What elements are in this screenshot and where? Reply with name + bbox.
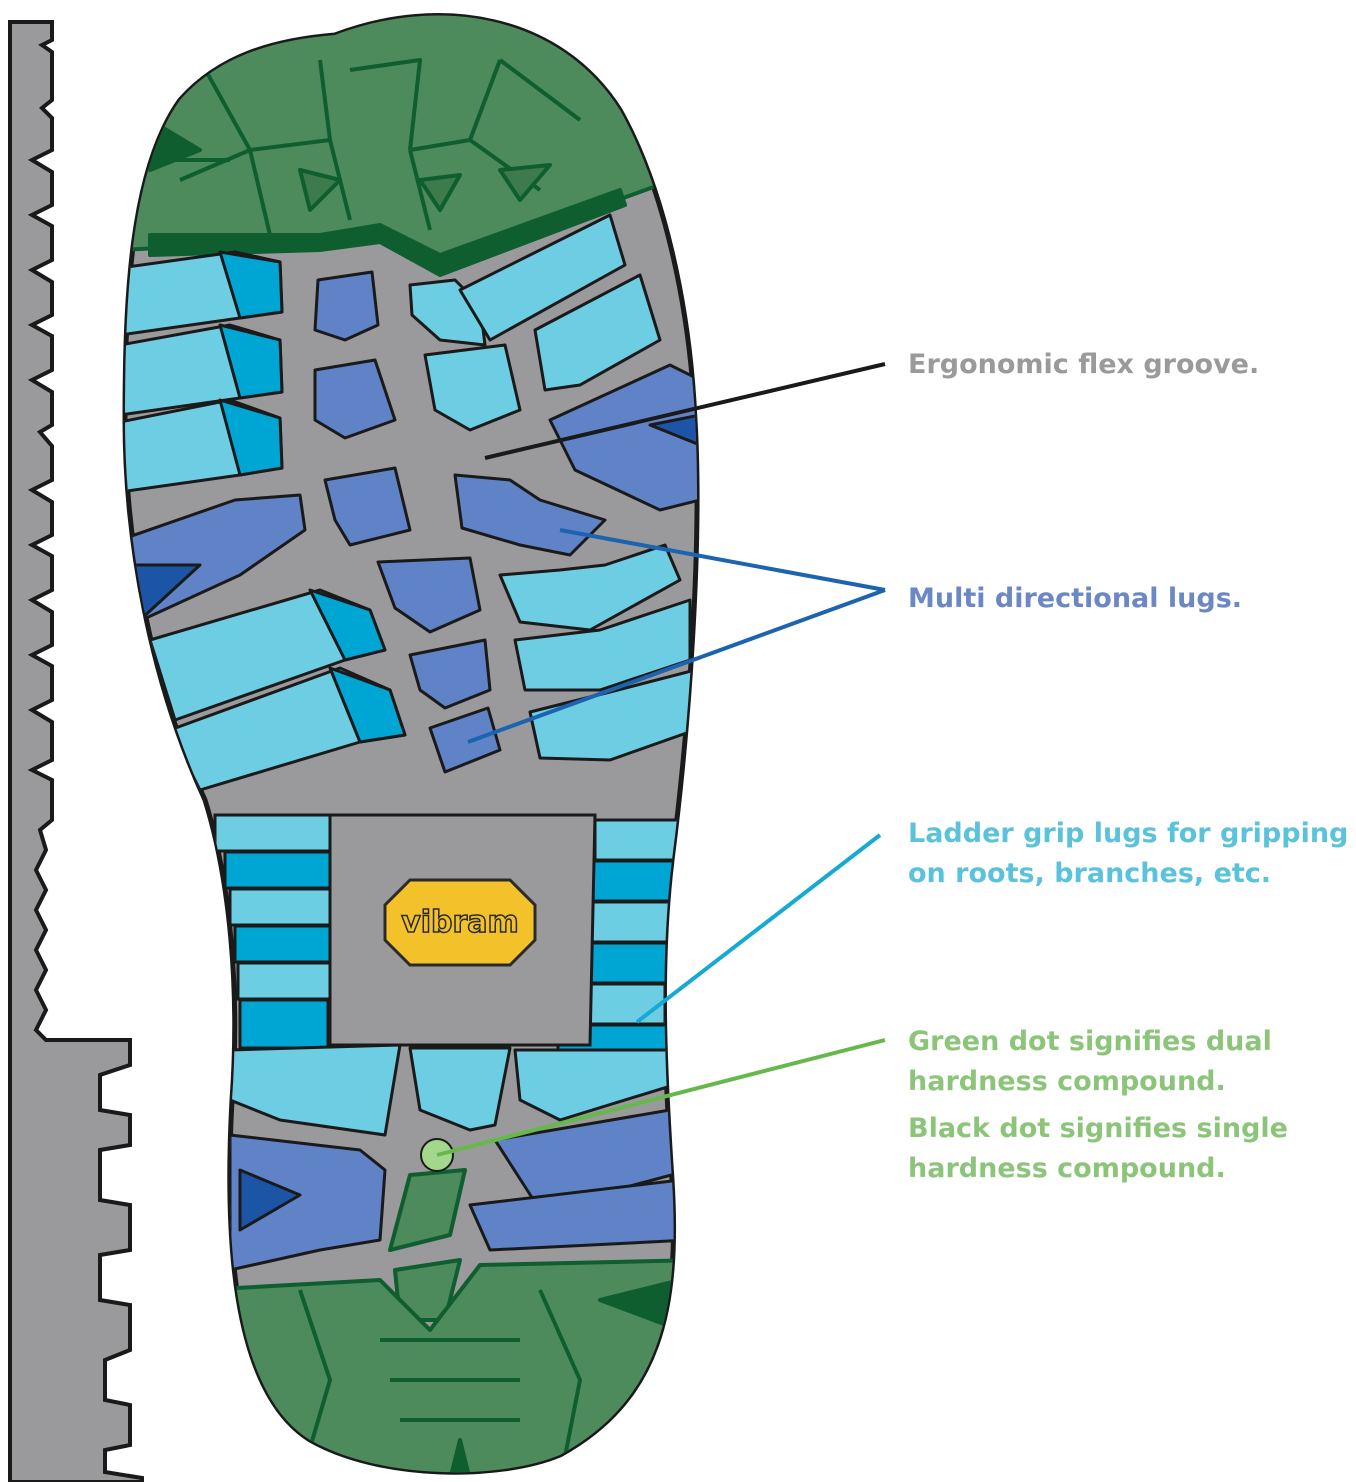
callout-flex-groove: Ergonomic flex groove. — [908, 349, 1259, 380]
callout-ladder-line1: Ladder grip lugs for gripping — [908, 818, 1348, 849]
callout-ladder-line2: on roots, branches, etc. — [908, 858, 1271, 889]
callouts: Ergonomic flex groove. Multi directional… — [908, 349, 1348, 1184]
callout-dot-line4: hardness compound. — [908, 1153, 1226, 1184]
forefoot-left-ladder — [120, 252, 282, 492]
callout-dot-line1: Green dot signifies dual — [908, 1026, 1272, 1057]
callout-dot-line2: hardness compound. — [908, 1066, 1226, 1097]
sole-side-profile — [10, 22, 142, 1482]
vibram-logo-text: vibram — [401, 905, 519, 940]
callout-dot-line3: Black dot signifies single — [908, 1113, 1288, 1144]
vibram-logo: vibram — [385, 880, 535, 965]
callout-multi-lugs: Multi directional lugs. — [908, 583, 1242, 614]
